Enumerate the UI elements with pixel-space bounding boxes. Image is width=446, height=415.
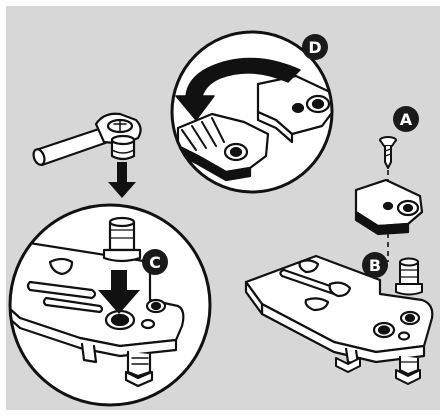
down-arrow-icon bbox=[108, 162, 136, 198]
ratchet-wrench-icon bbox=[32, 114, 141, 167]
callout-badge-d: D bbox=[302, 34, 328, 60]
bracket-part bbox=[356, 180, 422, 234]
threaded-stud-icon bbox=[396, 259, 422, 295]
callout-label-a: A bbox=[400, 110, 413, 129]
callout-label-c: C bbox=[149, 253, 161, 272]
callout-badge-a: A bbox=[393, 106, 419, 132]
screw-icon bbox=[380, 137, 396, 168]
detail-circle-c bbox=[0, 205, 210, 405]
callout-badge-b: B bbox=[362, 252, 388, 278]
threaded-stud-icon bbox=[104, 218, 140, 261]
hex-nut-icon bbox=[396, 356, 420, 384]
callout-label-b: B bbox=[369, 256, 381, 275]
callout-badge-c: C bbox=[142, 249, 168, 275]
callout-label-d: D bbox=[308, 38, 321, 57]
